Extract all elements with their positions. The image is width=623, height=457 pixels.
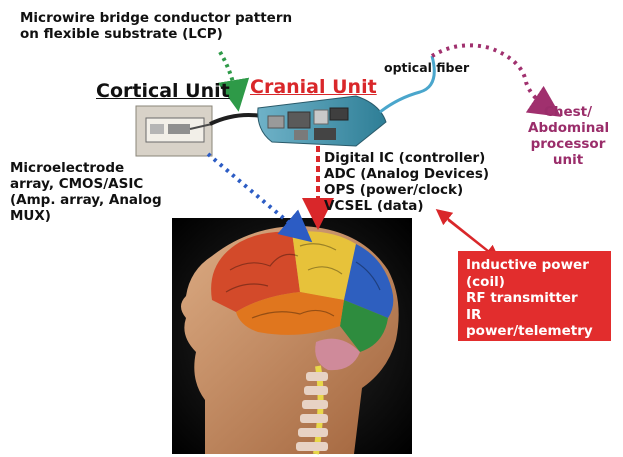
substrate-label-line: on flexible substrate (LCP): [20, 26, 292, 42]
component-line: OPS (power/clock): [324, 182, 489, 198]
brain-illustration: [172, 218, 412, 454]
optical-fiber-line: [432, 45, 548, 108]
inductive-line: Inductive power: [466, 257, 611, 274]
chest-label-line: processor: [528, 136, 608, 152]
microelectrode-label-line: MUX): [10, 208, 162, 224]
optical-fiber-label: optical fiber: [384, 60, 469, 76]
cranial-unit-title: Cranial Unit: [250, 76, 377, 98]
substrate-label-line: Microwire bridge conductor pattern: [20, 10, 292, 26]
chest-label-line: unit: [528, 152, 608, 168]
inductive-line: (coil): [466, 274, 611, 291]
microelectrode-label: Microelectrode array, CMOS/ASIC (Amp. ar…: [10, 160, 162, 224]
inductive-power-box: Inductive power (coil) RF transmitter IR…: [458, 251, 611, 341]
chest-label-line: Abdominal: [528, 120, 608, 136]
cortical-implant-chip: [136, 106, 212, 156]
component-line: ADC (Analog Devices): [324, 166, 489, 182]
bridge-cable: [210, 115, 262, 124]
inductive-line: RF transmitter: [466, 290, 611, 307]
substrate-label: Microwire bridge conductor pattern on fl…: [20, 10, 292, 42]
inductive-line: IR: [466, 307, 611, 324]
microelectrode-label-line: array, CMOS/ASIC: [10, 176, 162, 192]
chest-label-line: Chest/: [528, 104, 608, 120]
cortical-unit-title: Cortical Unit: [96, 80, 230, 102]
microelectrode-label-line: Microelectrode: [10, 160, 162, 176]
inductive-line: power/telemetry: [466, 323, 611, 340]
component-line: Digital IC (controller): [324, 150, 489, 166]
component-line: VCSEL (data): [324, 198, 489, 214]
cranial-components-label: Digital IC (controller) ADC (Analog Devi…: [324, 150, 489, 214]
chest-unit-label: Chest/ Abdominal processor unit: [528, 104, 608, 168]
microelectrode-label-line: (Amp. array, Analog: [10, 192, 162, 208]
